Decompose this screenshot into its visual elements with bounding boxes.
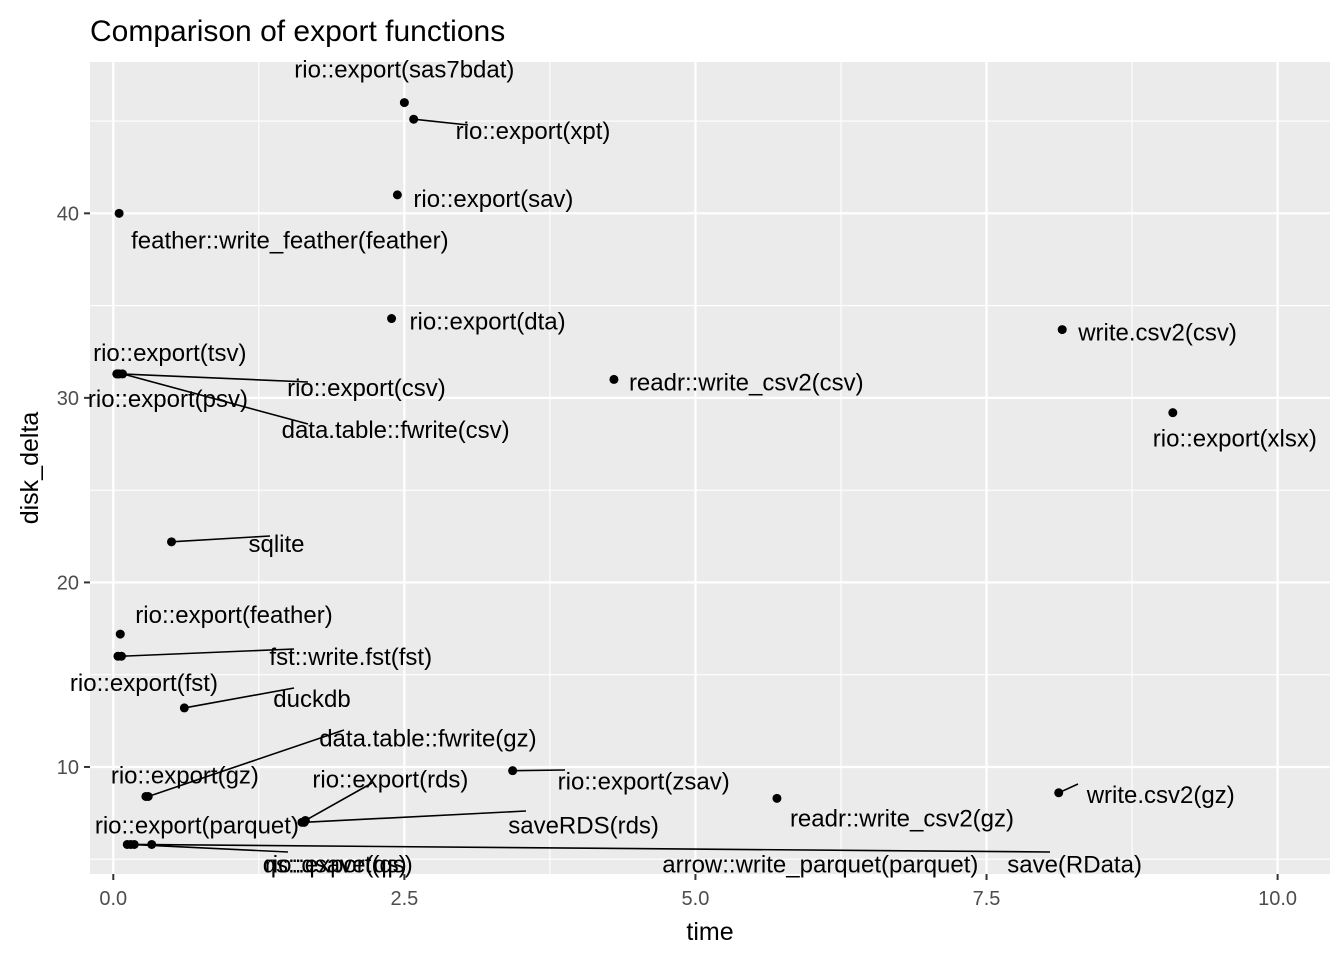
point-label: qs::qsave(qs): [263, 851, 407, 878]
x-tick-label: 0.0: [99, 888, 127, 910]
leader-line: [171, 535, 271, 543]
data-point: [118, 369, 128, 379]
point-label: rio::export(dta): [410, 309, 566, 336]
point-label: arrow::write_parquet(parquet): [662, 851, 978, 878]
data-point: [1168, 408, 1178, 418]
point-labels: rio::export(sas7bdat)rio::export(xpt)rio…: [70, 57, 1317, 879]
label-leader-lines: [119, 118, 1079, 853]
point-label: rio::export(rds): [312, 766, 468, 793]
leader-line: [305, 782, 373, 822]
point-label: rio::export(tsv): [93, 340, 246, 367]
data-point: [115, 629, 125, 639]
minor-gridlines: [90, 62, 1330, 874]
point-label: feather::write_feather(feather): [131, 227, 449, 254]
point-label: rio::export(fst): [70, 670, 218, 697]
x-axis-title: time: [686, 918, 733, 946]
point-label: rio::export(gz): [111, 762, 259, 789]
leader-line: [134, 843, 1051, 853]
point-label: write.csv2(gz): [1086, 782, 1235, 809]
data-point: [147, 839, 157, 849]
leader-line: [184, 687, 295, 709]
leader-line: [130, 843, 289, 853]
plot-panel: [90, 62, 1330, 874]
y-tick-label: 10: [57, 757, 79, 779]
point-label: data.table::fwrite(csv): [282, 417, 510, 444]
data-point: [113, 651, 123, 661]
x-tick-label: 10.0: [1258, 888, 1297, 910]
data-point: [508, 766, 518, 776]
point-label: rio::export(xlsx): [1153, 426, 1317, 453]
point-label: saveRDS(rds): [508, 812, 659, 839]
data-point: [141, 791, 151, 801]
data-point: [392, 190, 402, 200]
data-points: [112, 98, 1178, 849]
data-point: [122, 839, 132, 849]
point-label: data.table::fwrite(gz): [319, 725, 536, 752]
data-point: [167, 537, 177, 547]
leader-line: [119, 373, 309, 383]
x-tick-label: 7.5: [973, 888, 1001, 910]
data-point: [399, 98, 409, 108]
point-label: write.csv2(csv): [1077, 320, 1237, 347]
point-label: fst::write.fst(fst): [269, 644, 432, 671]
major-gridlines: [90, 62, 1330, 874]
y-tick-label: 20: [57, 572, 79, 594]
leader-line: [147, 729, 345, 798]
y-tick-label: 30: [57, 388, 79, 410]
point-label: rio::export(sav): [413, 186, 573, 213]
data-point: [772, 793, 782, 803]
x-tick-label: 2.5: [390, 888, 418, 910]
leader-line: [121, 648, 295, 658]
data-point: [409, 114, 419, 124]
leader-line: [304, 810, 527, 824]
point-label: rio::export(csv): [287, 375, 446, 402]
point-label: rio::export(psv): [88, 386, 248, 413]
data-point: [179, 703, 189, 713]
data-point: [609, 374, 619, 384]
data-point: [299, 817, 309, 827]
data-point: [1057, 325, 1067, 335]
point-label: rio::export(sas7bdat): [294, 57, 514, 84]
y-axis-title: disk_delta: [16, 412, 44, 525]
leader-line: [512, 769, 566, 772]
point-label: rio::export(qs): [265, 851, 413, 878]
x-tick-label: 5.0: [682, 888, 710, 910]
data-point: [387, 314, 397, 324]
point-label: save(RData): [1007, 851, 1142, 878]
point-label: sqlite: [249, 531, 305, 558]
data-point: [129, 839, 139, 849]
leader-line: [413, 118, 469, 126]
point-label: rio::export(zsav): [558, 769, 730, 796]
point-label: readr::write_csv2(gz): [790, 805, 1014, 832]
point-label: duckdb: [273, 686, 350, 713]
point-label: rio::export(parquet): [95, 812, 299, 839]
y-axis-ticks: 10 20 30 40: [57, 203, 90, 779]
leader-line: [122, 373, 309, 425]
data-point: [1054, 788, 1064, 798]
point-label: readr::write_csv2(csv): [629, 369, 864, 396]
point-label: rio::export(feather): [135, 602, 332, 629]
chart-title: Comparison of export functions: [90, 15, 505, 48]
data-point: [114, 208, 124, 218]
point-label: rio::export(xpt): [456, 118, 611, 145]
x-axis-ticks: 0.0 2.5 5.0 7.5 10.0: [99, 874, 1297, 910]
y-tick-label: 40: [57, 203, 79, 225]
